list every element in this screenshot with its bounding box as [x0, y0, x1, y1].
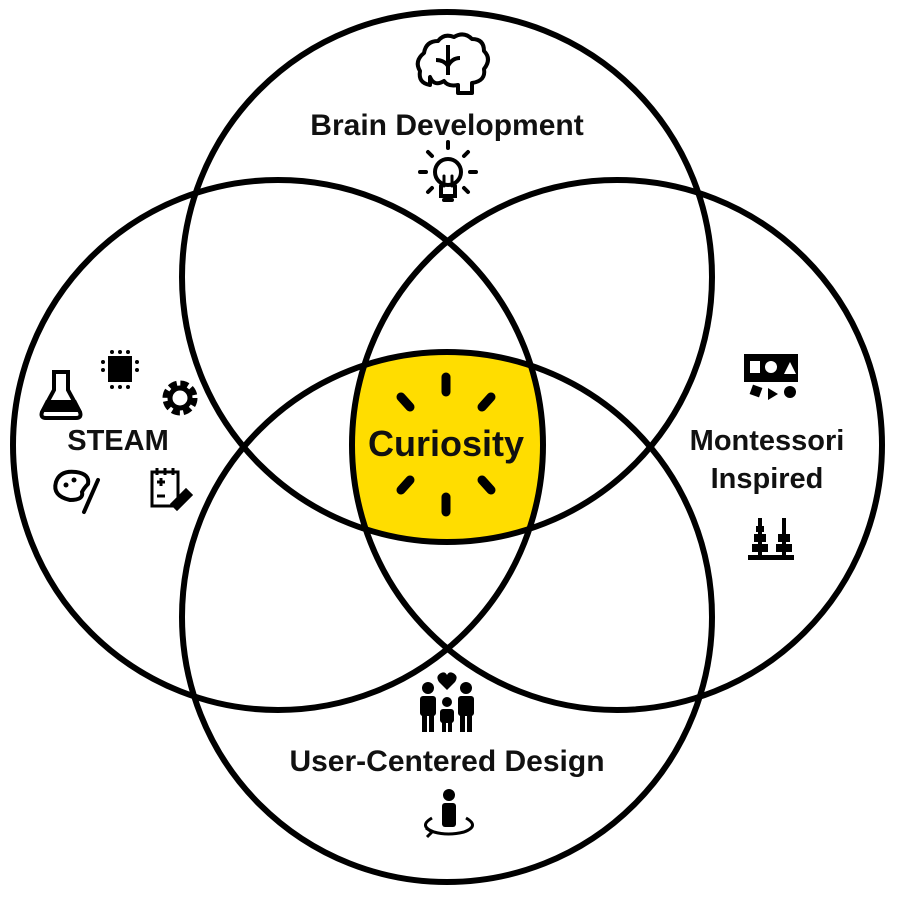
family-icon: [420, 672, 474, 732]
sparkle-rays-icon: [396, 372, 496, 517]
math-notepad-icon: [150, 468, 194, 512]
montessori-label-line1: Montessori: [690, 425, 845, 457]
steam-label: STEAM: [67, 425, 169, 457]
stacking-toy-icon: [748, 518, 794, 560]
person-rotate-icon: [424, 789, 474, 839]
shapes-puzzle-icon: [744, 354, 798, 400]
brain-icon: [415, 32, 490, 95]
user-centered-design-label: User-Centered Design: [289, 745, 604, 778]
palette-icon: [53, 469, 100, 514]
lightbulb-icon: [418, 140, 478, 202]
circle-brain-development: [179, 9, 715, 545]
brain-development-label: Brain Development: [310, 109, 583, 142]
circle-steam: [10, 177, 546, 713]
center-label: Curiosity: [368, 423, 524, 464]
chip-icon: [101, 350, 139, 389]
circle-user-centered-design: [179, 349, 715, 885]
montessori-label-line2: Inspired: [711, 463, 824, 495]
circle-montessori: [349, 177, 885, 713]
flask-icon: [39, 370, 83, 420]
gear-icon: [162, 380, 198, 416]
